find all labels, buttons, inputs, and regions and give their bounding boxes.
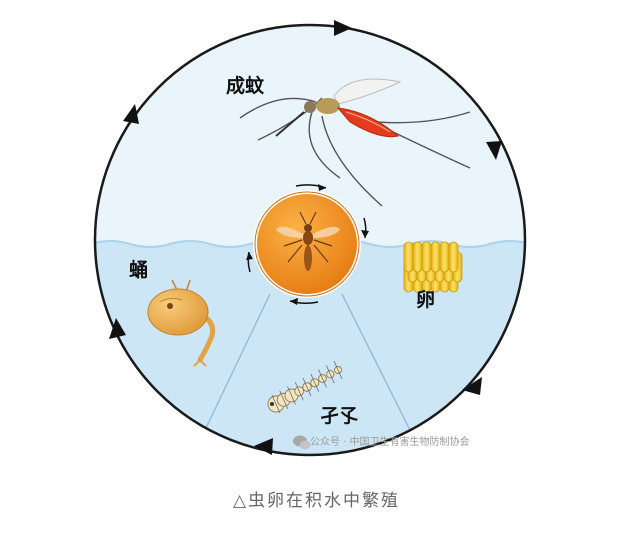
arrow-left-top-icon [123, 104, 139, 124]
egg-raft-icon [403, 241, 463, 293]
larva-bristle [283, 399, 289, 409]
arrow-right-bottom-icon [462, 377, 482, 395]
cycle-arrows [109, 20, 502, 455]
label-egg: 卵 [416, 288, 435, 311]
larva-bristle [310, 373, 316, 383]
larva-bristle [275, 403, 281, 414]
larva-bristle [287, 386, 292, 396]
mosquito-adult-icon [239, 78, 471, 207]
larva-bristle [329, 374, 335, 384]
egg [439, 241, 450, 273]
wechat-icon [293, 435, 311, 450]
watermark-text: 公众号 · 中国卫生有害生物防制协会 [310, 435, 470, 448]
larva-bristle [325, 365, 331, 375]
arrow-top-icon [334, 20, 352, 36]
egg [448, 241, 459, 273]
larva-icon [267, 360, 343, 414]
lifecycle-ring [93, 23, 527, 457]
egg [430, 241, 441, 273]
larva-eye [270, 402, 274, 406]
larva-bristle [314, 382, 320, 392]
focus-line-right [341, 293, 411, 431]
larva-bristle [271, 394, 277, 405]
larva-bristle [298, 391, 304, 401]
arrow-right-top-icon [486, 141, 502, 160]
larva-bristle [318, 369, 323, 379]
larva-bristle [294, 382, 300, 392]
figure-caption: △虫卵在积水中繁殖 [232, 491, 401, 511]
arrow-bottom-icon [254, 438, 273, 455]
watermark: 公众号 · 中国卫生有害生物防制协会 [293, 435, 470, 450]
habitat-background [95, 25, 525, 455]
larva-bristle [333, 360, 339, 371]
larva-bristle [322, 378, 327, 388]
arrow-left-bottom-icon [109, 318, 126, 339]
larva-bristle [279, 390, 285, 400]
label-larva: 孑孓 [320, 405, 359, 427]
larva-bristle [291, 395, 296, 405]
larva-bristle [337, 369, 343, 380]
label-pupa: 蛹 [129, 259, 148, 281]
larva-bristle [302, 377, 308, 388]
egg [421, 241, 432, 273]
larva-bristle [306, 386, 312, 397]
focus-line-left [204, 293, 271, 431]
label-adult: 成蚊 [226, 74, 265, 97]
egg [403, 241, 414, 273]
mosquito-center-icon [276, 211, 340, 271]
pupa-icon [147, 279, 216, 367]
egg [412, 241, 423, 273]
